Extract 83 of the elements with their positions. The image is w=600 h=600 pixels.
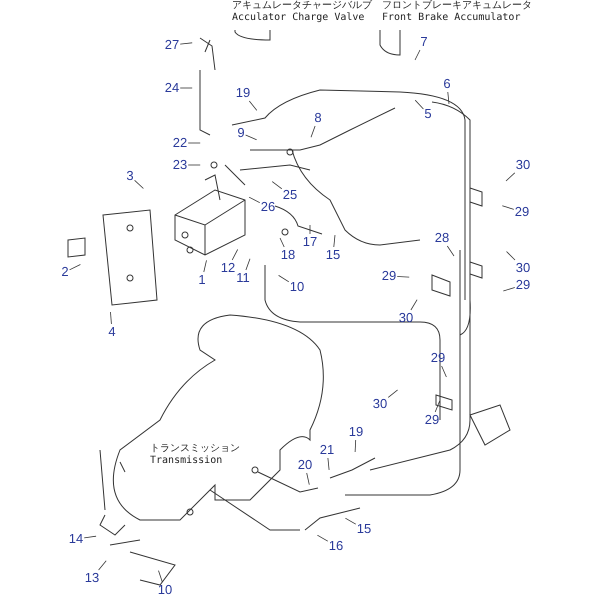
leader-line	[272, 181, 282, 190]
leader-line	[245, 134, 257, 140]
part-name-japanese: フロントブレーキアキュムレータ	[382, 0, 532, 12]
part-name-japanese: アキュムレータチャージバルブ	[232, 0, 372, 12]
leader-line	[414, 50, 420, 60]
callout-number: 22	[172, 136, 188, 150]
leader-line	[248, 196, 260, 204]
callout-number: 19	[348, 425, 364, 439]
callout-number: 18	[280, 248, 296, 262]
callout-number: 29	[382, 269, 396, 283]
callout-number: 30	[398, 311, 414, 325]
leader-line	[345, 518, 356, 525]
callout-number: 2	[61, 265, 69, 279]
callout-number: 30	[372, 397, 388, 411]
leader-line	[69, 264, 81, 270]
leader-line	[180, 42, 193, 44]
callout-number: 6	[443, 77, 451, 91]
callout-number: 19	[236, 86, 250, 100]
part-name-japanese: トランスミッション	[150, 443, 240, 455]
leader-line	[506, 172, 516, 182]
callout-number: 8	[314, 111, 322, 125]
callout-number: 29	[514, 205, 530, 219]
leader-line	[396, 276, 410, 278]
part-name: Front Brake Accumulator	[382, 12, 522, 24]
callout-number: 3	[126, 169, 134, 183]
callout-number: 16	[328, 539, 344, 553]
leader-line	[203, 260, 207, 272]
leader-line	[248, 100, 258, 111]
leader-line	[134, 180, 144, 189]
leader-line	[333, 234, 336, 248]
callout-number: 20	[298, 458, 312, 472]
leader-line	[446, 246, 454, 256]
callout-number: 12	[220, 261, 236, 275]
callout-number: 27	[164, 38, 180, 52]
leader-line	[502, 287, 516, 292]
part-name: Transmission	[150, 455, 224, 467]
leader-line	[278, 275, 290, 282]
leader-line	[280, 238, 285, 248]
leader-line	[434, 400, 440, 412]
leader-line	[246, 258, 250, 270]
callout-number: 15	[356, 522, 372, 536]
part-name: Acculator Charge Valve	[232, 12, 366, 24]
callout-number: 30	[516, 261, 530, 275]
leader-line	[188, 142, 201, 144]
callout-number: 4	[108, 325, 116, 339]
callout-number: 1	[198, 273, 206, 287]
callout-number: 25	[282, 188, 298, 202]
callout-number: 23	[172, 158, 188, 172]
leader-line	[441, 366, 447, 378]
leader-line	[317, 534, 328, 542]
leader-line	[414, 100, 424, 110]
leader-line	[110, 312, 112, 324]
leader-line	[388, 390, 398, 398]
callout-number: 9	[237, 126, 245, 140]
leader-line	[306, 472, 310, 486]
leader-line	[410, 299, 418, 310]
leader-line	[354, 440, 356, 452]
leader-line	[188, 164, 201, 166]
callout-number: 14	[68, 532, 84, 546]
leader-line	[447, 92, 450, 104]
callout-number: 7	[420, 35, 428, 49]
callout-number: 29	[424, 413, 440, 427]
leader-line	[328, 458, 330, 470]
leader-line	[502, 205, 514, 210]
callout-number: 10	[158, 583, 172, 597]
callout-number: 24	[164, 81, 180, 95]
callout-number: 5	[424, 107, 432, 121]
leader-line	[84, 536, 96, 538]
leader-line	[310, 126, 316, 138]
callout-number: 29	[516, 278, 530, 292]
callout-number: 21	[320, 443, 334, 457]
callout-number: 10	[290, 280, 304, 294]
leader-line	[506, 251, 516, 260]
leader-line	[98, 560, 107, 570]
leader-line	[158, 570, 163, 582]
callout-number: 11	[236, 271, 250, 285]
leader-line	[232, 249, 238, 260]
callout-number: 13	[84, 571, 100, 585]
callout-number: 26	[260, 200, 276, 214]
callout-number: 17	[302, 235, 318, 249]
callout-number: 28	[434, 231, 450, 245]
callout-number: 30	[516, 158, 530, 172]
callout-number: 15	[326, 248, 340, 262]
